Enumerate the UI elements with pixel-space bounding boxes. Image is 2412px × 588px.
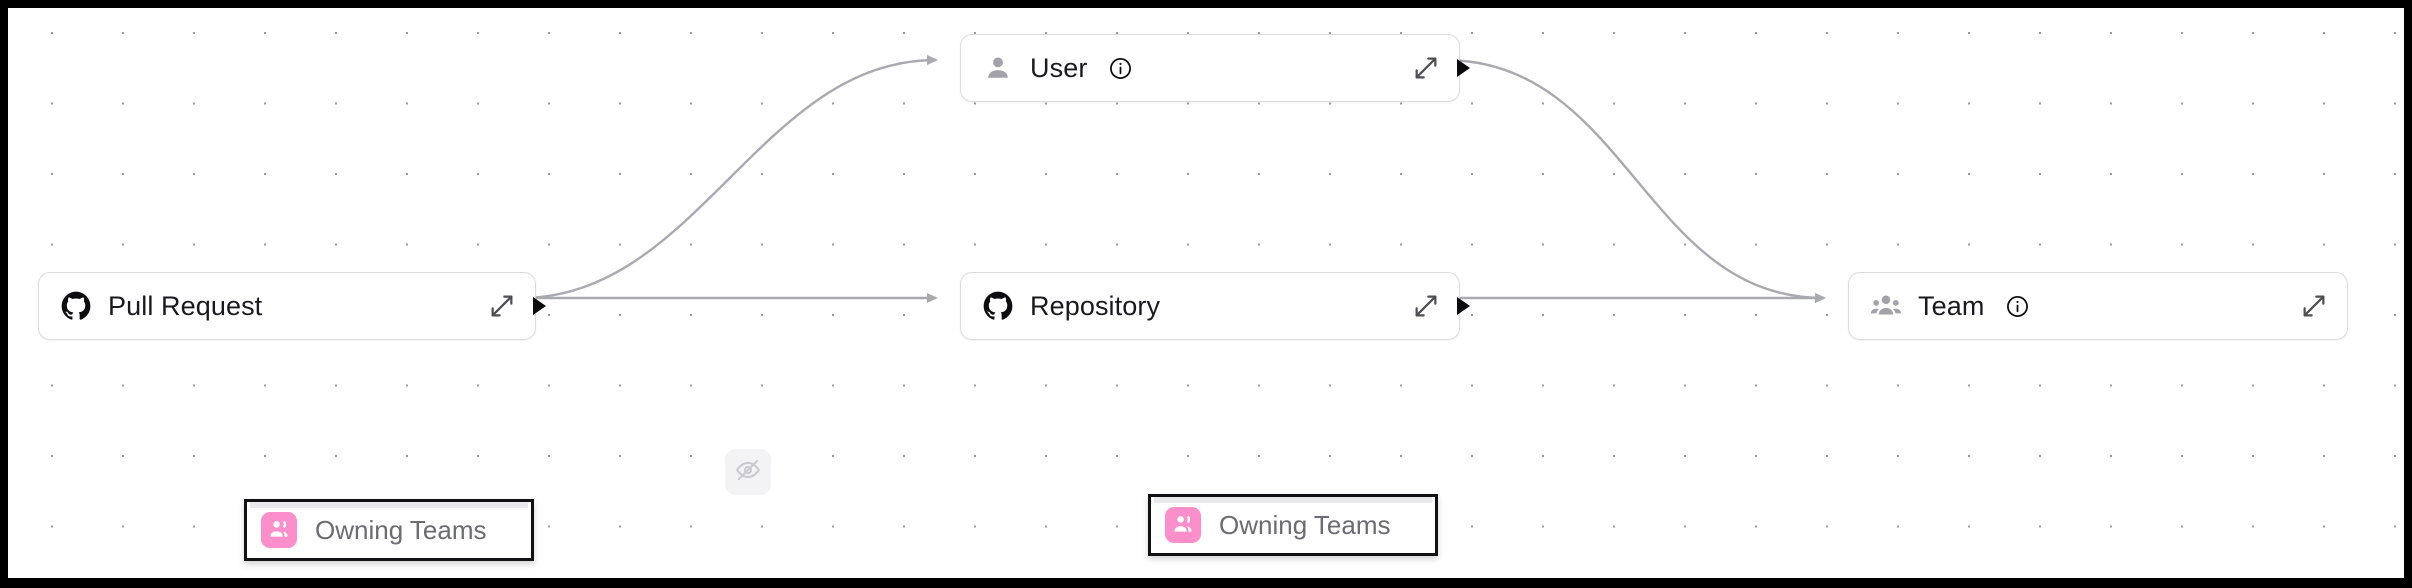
node-team[interactable]: Team [1848,272,2348,340]
github-icon [983,291,1013,321]
node-repository-label: Repository [1030,290,1161,321]
edge-hidden-toggle-button[interactable] [725,449,771,495]
badge-label: Owning Teams [1219,509,1391,540]
node-user-content: User [983,53,1411,84]
node-user-label: User [1030,52,1088,83]
people-group-icon [1871,291,1901,321]
badge-label: Owning Teams [315,514,487,545]
expand-diagonal-icon[interactable] [1411,53,1441,83]
info-circle-icon[interactable] [2004,293,2030,319]
node-team-content: Team [1871,291,2299,322]
node-user[interactable]: User [960,34,1470,102]
node-pull-request[interactable]: Pull Request [38,272,546,340]
info-circle-icon[interactable] [1107,55,1133,81]
eye-off-icon [735,457,761,488]
node-pull-request-content: Pull Request [61,291,487,322]
owning-teams-icon [261,512,297,548]
badge-owning-teams-pull-request[interactable]: Owning Teams [244,499,534,561]
node-team-label: Team [1918,290,1985,321]
node-repository[interactable]: Repository [960,272,1470,340]
node-pull-request-label: Pull Request [108,290,263,321]
source-handle-pull-request[interactable] [533,297,546,315]
expand-diagonal-icon[interactable] [2299,291,2329,321]
github-icon [61,291,91,321]
expand-diagonal-icon[interactable] [1411,291,1441,321]
flow-canvas[interactable]: Pull Request User [8,8,2404,578]
person-icon [983,53,1013,83]
node-repository-content: Repository [983,291,1411,322]
expand-diagonal-icon[interactable] [487,291,517,321]
edge-pull-request-to-user[interactable] [519,55,938,300]
source-handle-user[interactable] [1457,59,1470,77]
owning-teams-icon [1165,507,1201,543]
source-handle-repository[interactable] [1457,297,1470,315]
badge-owning-teams-repository[interactable]: Owning Teams [1148,494,1438,556]
edge-user-to-team[interactable] [1443,58,1826,303]
